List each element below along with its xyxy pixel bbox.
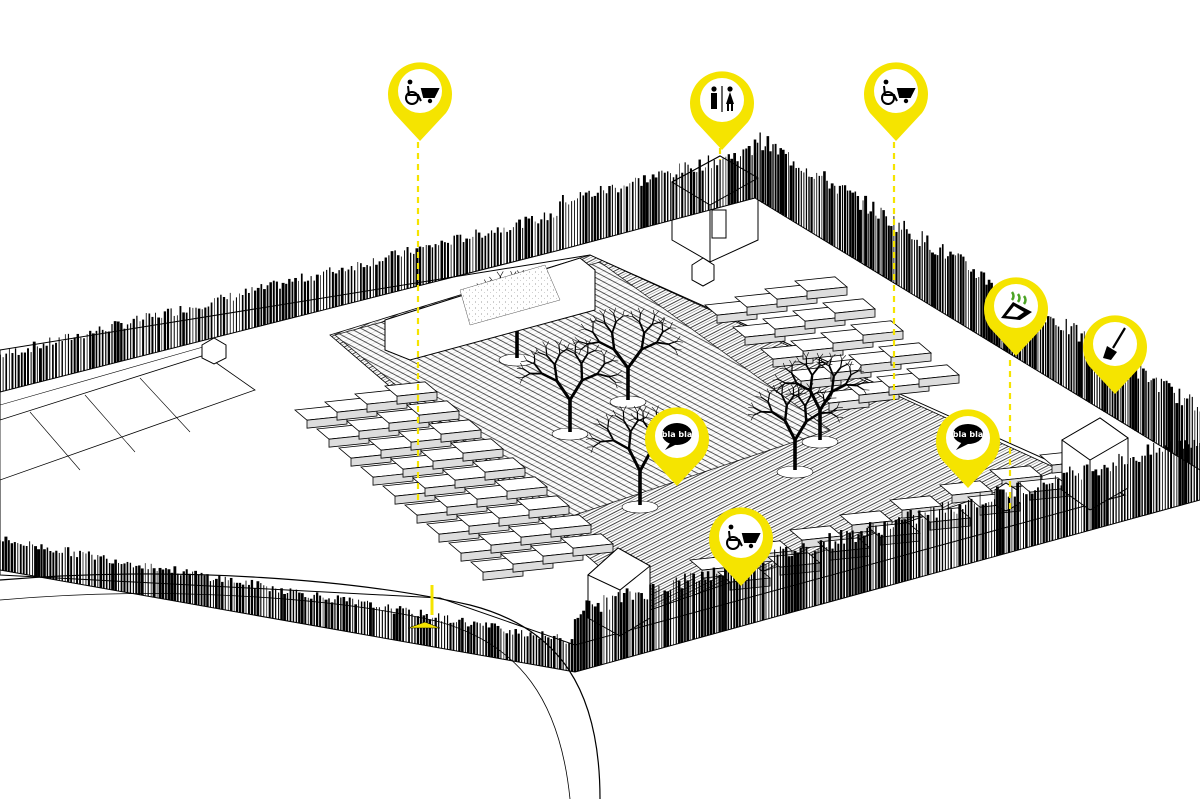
- pin-restrooms[interactable]: [690, 71, 754, 150]
- pin-accessible-garden-2[interactable]: [864, 62, 928, 141]
- fence-front: [573, 439, 1200, 673]
- pin-compost[interactable]: [984, 277, 1048, 356]
- tree: [747, 381, 844, 479]
- location-pins: bla bla bla bla: [388, 62, 1147, 586]
- wheelchair-wheelbarrow-icon: [405, 79, 440, 105]
- fence-base: [0, 249, 561, 393]
- tree: [516, 339, 624, 441]
- fence-base: [559, 197, 756, 251]
- pin-leaders: [416, 142, 1012, 510]
- speech-bubble-icon: bla bla: [662, 423, 693, 450]
- planter-bed-side: [806, 286, 848, 300]
- wheelchair-wheelbarrow-icon: [881, 79, 916, 105]
- pavilion: [384, 257, 596, 361]
- pin-tools[interactable]: [1083, 315, 1147, 394]
- pin-meeting-2-text: bla bla: [953, 430, 984, 439]
- planter-bed-side: [834, 308, 876, 322]
- fence-base: [754, 197, 1200, 471]
- wheelchair-wheelbarrow-icon: [726, 524, 761, 550]
- planter-bed-side: [550, 524, 592, 538]
- pin-accessible-garden-3[interactable]: [709, 507, 773, 586]
- shed-entrance: [587, 547, 651, 637]
- planter-beds: [294, 276, 1121, 591]
- planter-bed-side: [462, 448, 504, 462]
- planter-bed-side: [440, 429, 482, 443]
- fence-back-left: [0, 212, 561, 393]
- fence-base: [0, 569, 576, 673]
- planter-bed-side: [918, 374, 960, 388]
- pin-meeting-1-text: bla bla: [662, 430, 693, 439]
- pin-accessible-garden-1[interactable]: [388, 62, 452, 141]
- restroom-icon: [711, 86, 734, 112]
- planter-bed-side: [890, 352, 932, 366]
- tree: [573, 307, 683, 409]
- fence-front-left: [0, 536, 576, 673]
- pin-meeting-1[interactable]: bla bla: [645, 407, 709, 486]
- planter-bed-side: [484, 467, 526, 481]
- speech-bubble-icon: bla bla: [953, 424, 984, 450]
- fence-base: [574, 499, 1200, 673]
- planter-bed-side: [528, 505, 570, 519]
- pin-meeting-2[interactable]: bla bla: [936, 409, 1000, 488]
- planter-bed-side: [506, 486, 548, 500]
- small-box-1: [691, 257, 715, 287]
- compost-bin-icon: [1001, 291, 1032, 320]
- shovel-icon: [1103, 327, 1126, 360]
- tree: [772, 352, 870, 449]
- curved-road: [0, 573, 601, 799]
